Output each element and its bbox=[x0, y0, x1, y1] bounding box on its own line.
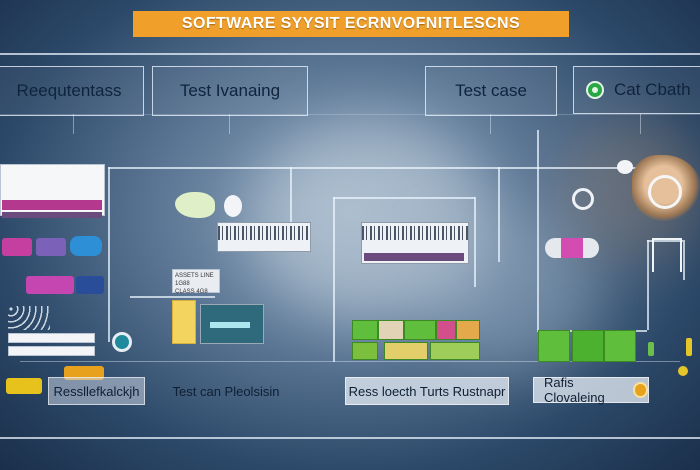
flow-horizontal-line bbox=[20, 361, 680, 363]
selected-row[interactable] bbox=[76, 276, 104, 294]
top-frame-line bbox=[0, 53, 700, 55]
bottom-label-4[interactable]: Rafis Clovaleing bbox=[533, 375, 649, 405]
result-cell[interactable] bbox=[436, 320, 456, 340]
result-cell[interactable] bbox=[384, 342, 428, 360]
bottom-label-text: Ress loecth Turts Rustnapr bbox=[348, 383, 506, 399]
result-cell[interactable] bbox=[572, 330, 604, 362]
chat-box[interactable]: Cat Cbath bbox=[573, 66, 700, 114]
requirements-label: Reequtentass bbox=[16, 81, 122, 100]
chat-bubble-icon bbox=[586, 81, 604, 99]
progress-bar bbox=[2, 212, 102, 218]
result-cell[interactable] bbox=[352, 342, 378, 360]
bottom-label-3[interactable]: Ress loecth Turts Rustnapr bbox=[345, 377, 509, 405]
bottom-label-2[interactable]: Test can Pleolsisin bbox=[170, 377, 282, 405]
barcode-card bbox=[217, 222, 311, 252]
flow-horizontal-line bbox=[130, 296, 215, 298]
bottom-frame-line bbox=[0, 437, 700, 439]
chat-label: Cat Cbath bbox=[614, 80, 691, 99]
asset-label-card: ASSETS LINE 1G88 CLASS 4G8 bbox=[172, 269, 220, 295]
gear-icon[interactable] bbox=[572, 188, 594, 210]
page-title-banner: SOFTWARE SYYSIT ECRNVOFNITLESCNS bbox=[133, 11, 569, 37]
progress-bar bbox=[2, 200, 102, 210]
flow-vertical-line bbox=[290, 167, 292, 247]
result-cell[interactable] bbox=[430, 342, 480, 360]
bottom-label-text: Ressllefkalckjh bbox=[53, 383, 140, 399]
tag-chip[interactable] bbox=[6, 378, 42, 394]
header-connector bbox=[73, 114, 75, 134]
panel-frame-top bbox=[333, 197, 475, 199]
header-connector bbox=[490, 114, 492, 134]
panel-frame-right bbox=[474, 197, 476, 287]
dot-grid bbox=[8, 306, 50, 330]
chart-bar bbox=[210, 322, 250, 328]
asset-label-header: ASSETS LINE 1G88 bbox=[175, 273, 214, 287]
bubble-icon bbox=[617, 160, 633, 174]
pin-icon bbox=[648, 342, 654, 356]
selected-row[interactable] bbox=[26, 276, 74, 294]
header-connector bbox=[229, 114, 231, 134]
flow-vertical-line bbox=[683, 240, 685, 280]
test-planning-label: Test Ivanaing bbox=[179, 81, 281, 100]
flow-vertical-line bbox=[498, 167, 500, 262]
progress-bar bbox=[364, 253, 464, 261]
bottom-label-1[interactable]: Ressllefkalckjh bbox=[48, 377, 145, 405]
bulb-icon bbox=[633, 382, 648, 398]
panel-frame-left bbox=[333, 197, 335, 362]
flow-horizontal-line bbox=[647, 240, 683, 242]
result-cell[interactable] bbox=[404, 320, 436, 340]
result-cell[interactable] bbox=[538, 330, 570, 362]
input-strip[interactable] bbox=[8, 346, 95, 356]
chart-frame-icon bbox=[652, 238, 682, 272]
header-divider bbox=[0, 114, 700, 115]
test-planning-box[interactable]: Test Ivanaing bbox=[152, 66, 308, 116]
flow-vertical-line bbox=[647, 240, 649, 330]
flow-vertical-line bbox=[108, 167, 110, 342]
header-connector bbox=[640, 114, 642, 134]
target-icon[interactable] bbox=[112, 332, 132, 352]
tag-chip[interactable] bbox=[64, 366, 104, 380]
result-cell[interactable] bbox=[378, 320, 404, 340]
status-card bbox=[172, 300, 196, 344]
test-case-label: Test case bbox=[455, 81, 527, 100]
test-case-box[interactable]: Test case bbox=[425, 66, 557, 116]
pie-icon bbox=[545, 238, 599, 258]
ring-icon bbox=[648, 175, 682, 209]
leaf-icon bbox=[175, 192, 215, 218]
result-cell[interactable] bbox=[352, 320, 378, 340]
user-icon bbox=[224, 195, 242, 217]
flow-horizontal-line bbox=[108, 167, 668, 169]
requirements-box[interactable]: Reequtentass bbox=[0, 66, 144, 116]
result-cell[interactable] bbox=[456, 320, 480, 340]
input-strip[interactable] bbox=[8, 333, 95, 343]
pin-icon bbox=[678, 366, 688, 376]
bottom-label-text: Rafis Clovaleing bbox=[544, 375, 605, 405]
status-chip[interactable] bbox=[2, 238, 32, 256]
status-chip[interactable] bbox=[36, 238, 66, 256]
result-cell[interactable] bbox=[604, 330, 636, 362]
pin-icon bbox=[686, 338, 692, 356]
asset-label-sub: CLASS 4G8 bbox=[175, 289, 208, 295]
flow-vertical-line bbox=[537, 130, 539, 330]
status-chip[interactable] bbox=[70, 236, 102, 256]
bottom-label-text: Test can Pleolsisin bbox=[172, 383, 280, 399]
